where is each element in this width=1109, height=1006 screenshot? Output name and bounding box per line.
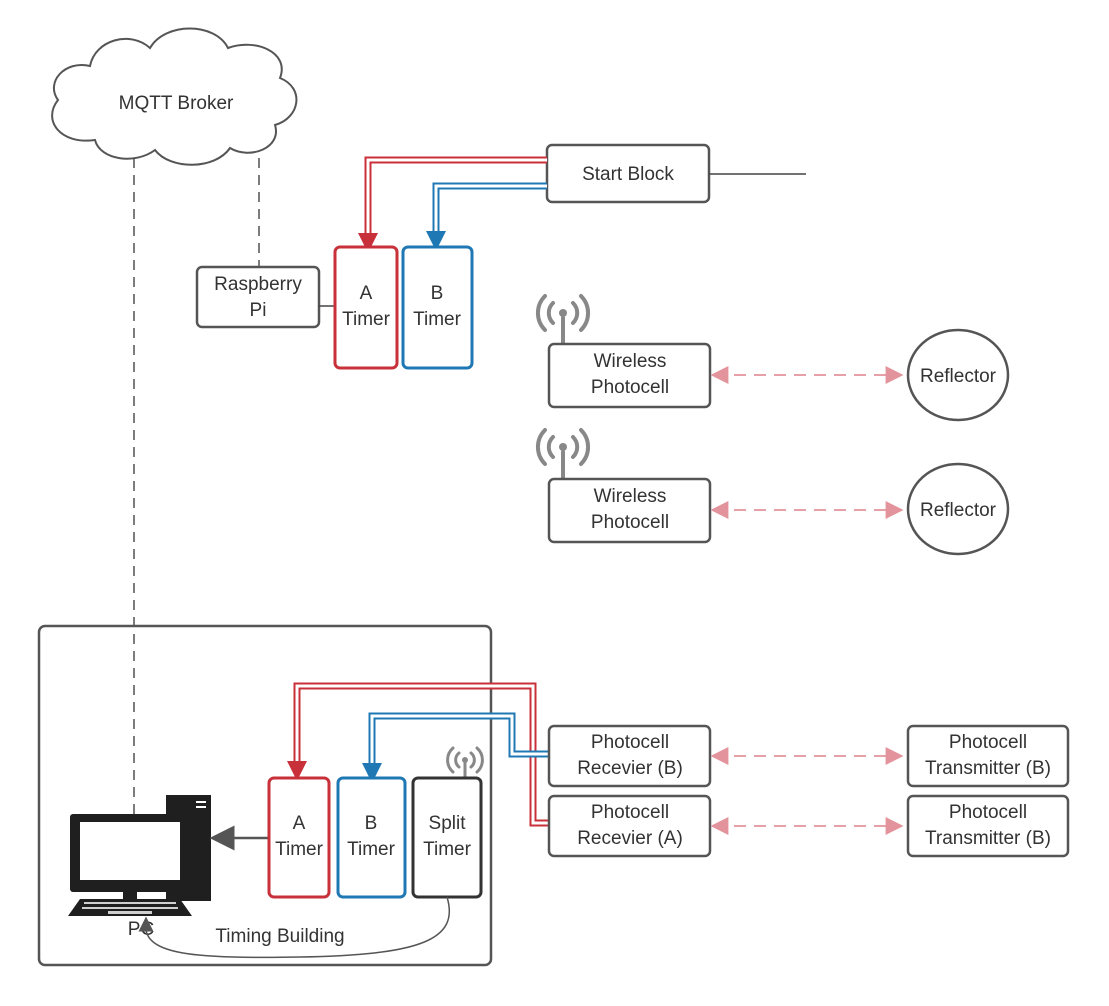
pc-label: PC (128, 919, 154, 940)
photocell-transmitter-1: Photocell Transmitter (B) (906, 724, 1070, 788)
split-timer-line1: Split (429, 813, 467, 834)
cloud-icon (51, 27, 298, 166)
building-timer-a: A Timer (267, 776, 331, 899)
wireless-photocell-2-line2: Photocell (591, 512, 669, 533)
split-timer-to-pc-link (145, 896, 451, 959)
field-timer-b-line2: Timer (413, 309, 462, 330)
transmitter-1-line1: Photocell (949, 732, 1027, 753)
antenna-icon (535, 428, 591, 481)
wireless-photocell-2-line1: Wireless (594, 486, 667, 507)
transmitter-2-line2: Transmitter (B) (925, 828, 1051, 849)
start-block: Start Block (545, 143, 711, 204)
start-block-label: Start Block (582, 164, 674, 185)
transmitter-2-line1: Photocell (949, 802, 1027, 823)
timing-building: Timing Building (37, 624, 493, 967)
building-timer-b-line1: B (365, 813, 378, 834)
mqtt-broker-label: MQTT Broker (119, 93, 234, 114)
building-timer-a-line1: A (293, 813, 306, 834)
photocell-receiver-a: Photocell Recevier (A) (547, 794, 712, 858)
building-timer-a-line2: Timer (275, 839, 324, 860)
antenna-icon (446, 746, 484, 780)
receiver-b-line2: Recevier (B) (577, 758, 683, 779)
reflector-2-label: Reflector (920, 500, 997, 521)
wireless-photocell-1-line2: Photocell (591, 377, 669, 398)
split-timer: Split Timer (411, 746, 484, 899)
photocell-transmitter-2: Photocell Transmitter (B) (906, 794, 1070, 858)
field-timer-a-line2: Timer (342, 309, 391, 330)
split-timer-line2: Timer (423, 839, 472, 860)
receiver-b-line1: Photocell (591, 732, 669, 753)
receiver-a-to-timer-a-link (287, 682, 549, 827)
reflector-2: Reflector (906, 462, 1010, 556)
wireless-photocell-2: Wireless Photocell (535, 428, 712, 544)
start-to-b-timer-link (426, 182, 547, 251)
timing-building-label: Timing Building (215, 926, 344, 947)
receiver-a-line1: Photocell (591, 802, 669, 823)
raspberry-pi-line2: Pi (250, 300, 267, 321)
raspberry-pi: Raspberry Pi (195, 265, 321, 329)
field-timer-a-line1: A (360, 283, 373, 304)
mqtt-broker-cloud: MQTT Broker (51, 27, 298, 166)
building-timer-b-line2: Timer (347, 839, 396, 860)
start-to-a-timer-link (358, 156, 547, 253)
antenna-icon (535, 294, 591, 346)
reflector-1: Reflector (906, 328, 1010, 422)
desktop-computer-icon (68, 795, 211, 916)
raspberry-pi-line1: Raspberry (214, 274, 302, 295)
wireless-photocell-1-line1: Wireless (594, 351, 667, 372)
field-timer-a: A Timer (333, 245, 399, 370)
receiver-b-to-timer-b-link (362, 712, 549, 783)
reflector-1-label: Reflector (920, 366, 997, 387)
building-timer-b: B Timer (336, 776, 407, 899)
transmitter-1-line2: Transmitter (B) (925, 758, 1051, 779)
photocell-receiver-b: Photocell Recevier (B) (547, 724, 712, 788)
receiver-a-line2: Recevier (A) (577, 828, 683, 849)
field-timer-b-line1: B (431, 283, 444, 304)
wireless-photocell-1: Wireless Photocell (535, 294, 712, 409)
field-timer-b: B Timer (401, 245, 474, 370)
